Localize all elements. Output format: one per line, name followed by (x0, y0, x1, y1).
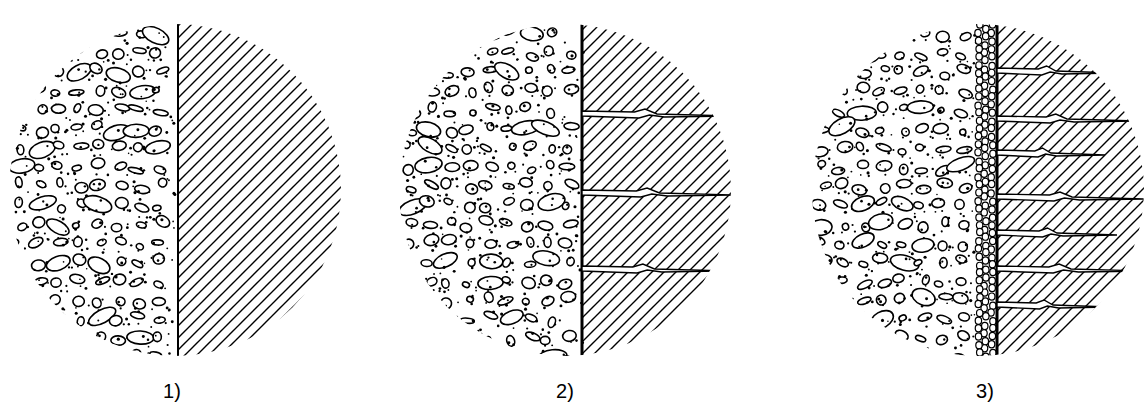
figure-number: 2) (556, 381, 574, 401)
crack (997, 114, 1137, 123)
crack (582, 188, 737, 197)
section-figure (3, 22, 341, 373)
section-figure (804, 20, 1147, 370)
concrete-aggregate (804, 20, 979, 370)
hatched-material (178, 24, 341, 356)
crack (582, 264, 727, 273)
crack (997, 148, 1105, 157)
crack (997, 192, 1147, 201)
crack (997, 264, 1145, 273)
pebble-layer (975, 21, 996, 360)
crack (997, 66, 1115, 75)
section-figure (391, 22, 737, 374)
figure-number: 3) (976, 381, 994, 401)
hatched-material (997, 24, 1144, 356)
concrete-aggregate (391, 22, 585, 374)
concrete-aggregate (3, 22, 176, 373)
crack (997, 228, 1117, 237)
interface-line (177, 24, 179, 356)
crack (997, 300, 1109, 309)
crack (582, 109, 732, 118)
figure-number: 1) (163, 381, 181, 401)
